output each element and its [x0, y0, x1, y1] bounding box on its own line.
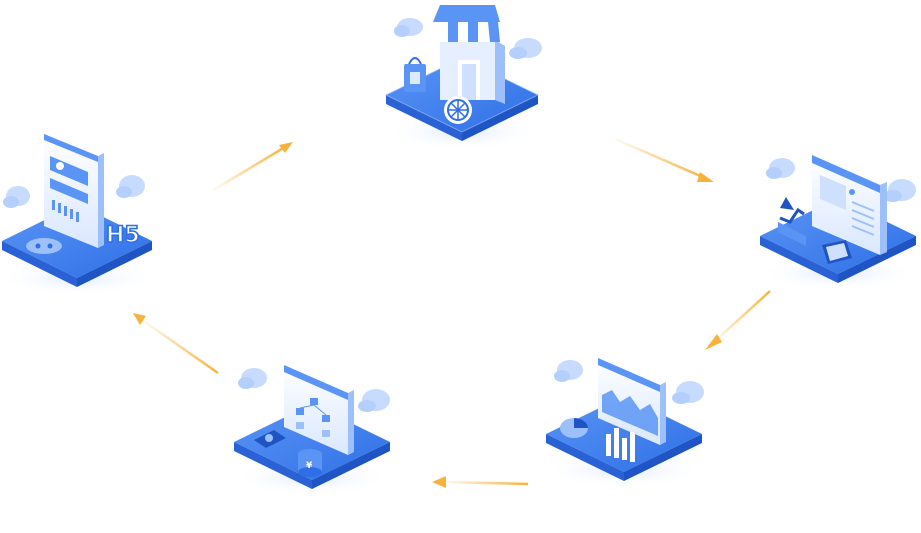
- storefront-icon: [428, 5, 508, 104]
- shopping-bag-icon: [404, 57, 426, 92]
- cloud-icon: [238, 368, 267, 389]
- tablet-icon: [822, 240, 852, 264]
- node-dashboard: [544, 358, 704, 488]
- wheel-icon: [444, 96, 472, 124]
- flowchart-browser-icon: [284, 365, 354, 455]
- flow-arrows: [133, 137, 771, 488]
- cloud-icon: [394, 18, 423, 37]
- cloud-icon: [554, 360, 583, 382]
- pie-chart-icon: [560, 418, 588, 438]
- arrow-mobile-to-store: [211, 142, 293, 193]
- analytics-browser-icon: [812, 155, 887, 255]
- cloud-icon: [358, 389, 390, 412]
- smiley-card-icon: [254, 430, 286, 448]
- mobile-h5-icon: [44, 134, 104, 248]
- currency-symbol: ¥: [306, 461, 313, 471]
- node-mobile: H5: [0, 134, 155, 296]
- node-analytics: [758, 155, 918, 291]
- bar-chart-icon: [606, 428, 635, 462]
- h5-label: H5: [106, 223, 140, 248]
- cloud-icon: [116, 175, 145, 198]
- coin-jar-icon: ¥: [298, 449, 322, 477]
- node-store: [384, 5, 542, 150]
- cloud-icon: [3, 186, 30, 208]
- dashboard-chart-icon: [598, 358, 666, 445]
- arrow-store-to-analytics: [614, 137, 714, 182]
- cloud-icon: [766, 158, 795, 179]
- cloud-icon: [509, 38, 542, 59]
- growth-chart-icon: [778, 197, 806, 246]
- gamepad-icon: [26, 238, 62, 254]
- arrow-analytics-to-dashboard: [705, 290, 771, 350]
- arrow-dashboard-to-flowchart: [432, 476, 529, 488]
- node-flowchart: ¥: [232, 365, 392, 496]
- cloud-icon: [884, 179, 916, 202]
- arrow-flowchart-to-mobile: [133, 313, 219, 375]
- cloud-icon: [672, 381, 704, 404]
